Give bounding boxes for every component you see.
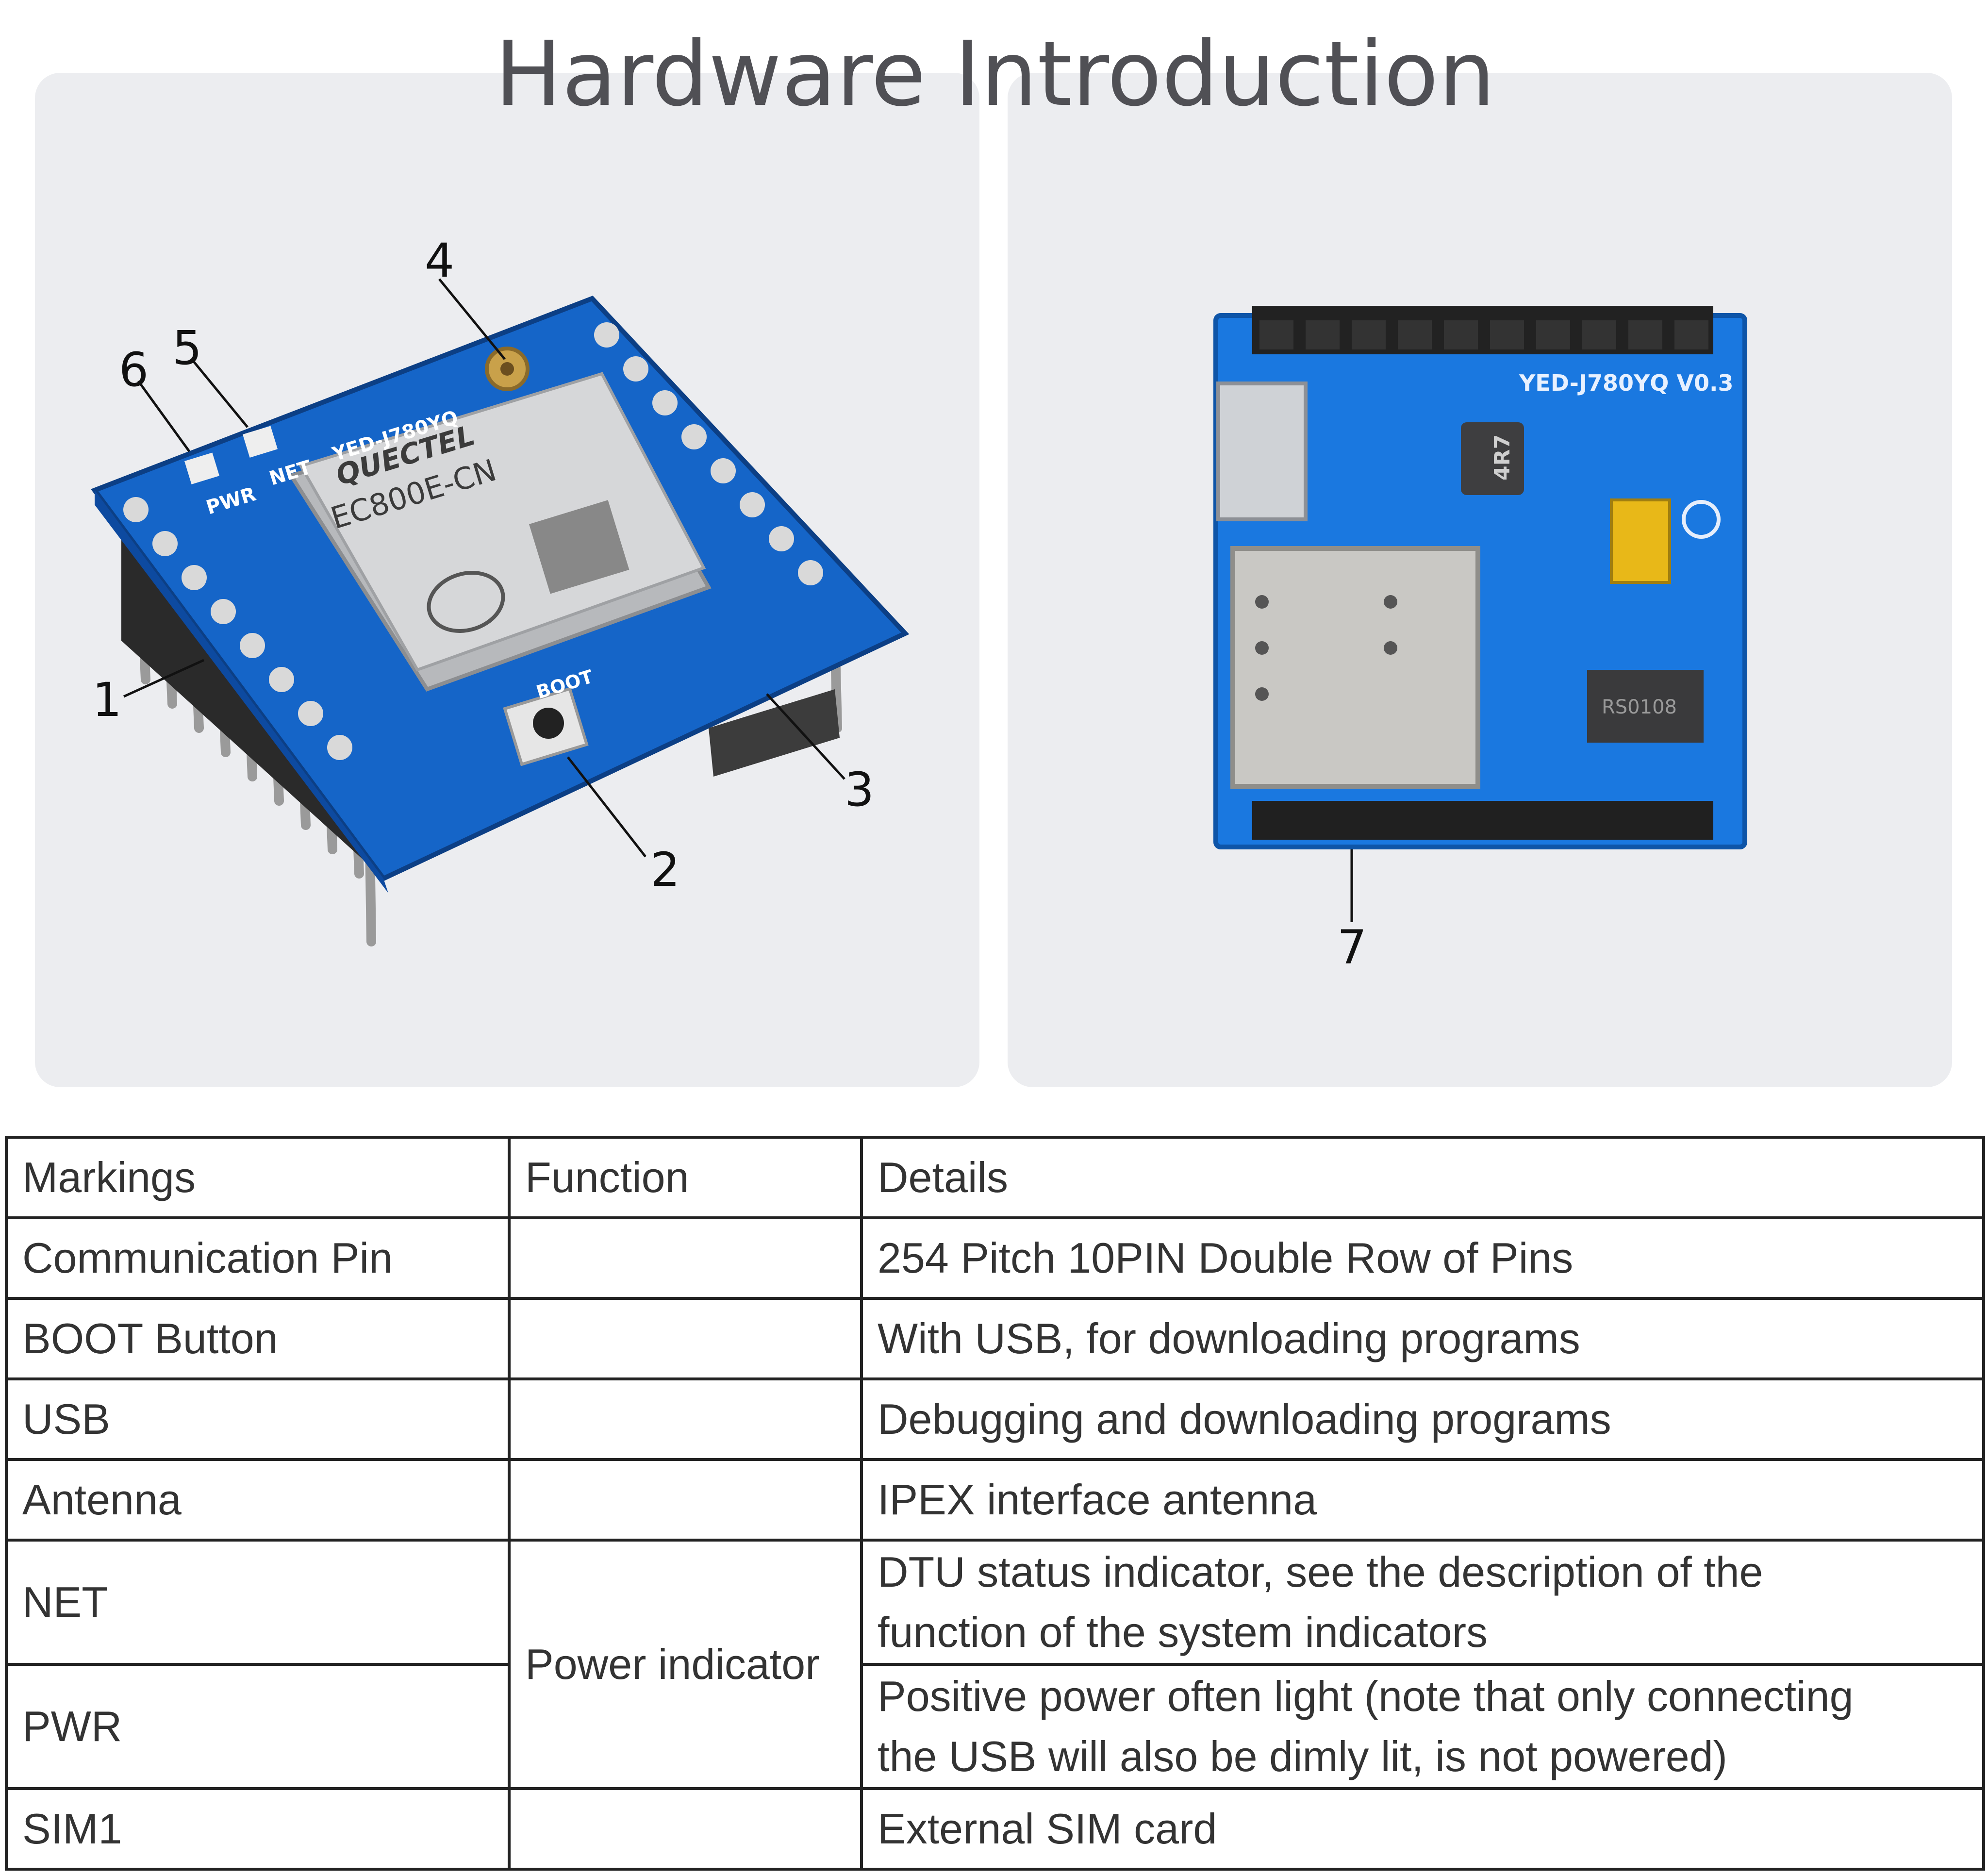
cell-details: IPEX interface antenna bbox=[860, 1458, 1985, 1542]
page-title: Hardware Introduction bbox=[495, 22, 1495, 126]
micro-usb-port bbox=[1216, 382, 1308, 521]
inductor-label: 4R7 bbox=[1490, 434, 1515, 481]
details-line: DTU status indicator, see the descriptio… bbox=[878, 1548, 1763, 1596]
details-line: Positive power often light (note that on… bbox=[878, 1672, 1854, 1720]
cell-details: 254 Pitch 10PIN Double Row of Pins bbox=[860, 1216, 1985, 1300]
cell-marking: SIM1 bbox=[5, 1787, 511, 1871]
cell-function bbox=[508, 1377, 863, 1461]
table-row: Communication Pin 254 Pitch 10PIN Double… bbox=[5, 1216, 1985, 1300]
quectel-module bbox=[298, 372, 706, 672]
title-container: Hardware Introduction bbox=[0, 0, 1988, 146]
callout-5: 5 bbox=[172, 321, 202, 375]
pwr-led bbox=[184, 452, 219, 484]
cell-marking: NET bbox=[5, 1539, 511, 1666]
table-row: SIM1 External SIM card bbox=[5, 1787, 1985, 1871]
cell-details: DTU status indicator, see the descriptio… bbox=[860, 1539, 1985, 1666]
cell-details: With USB, for downloading programs bbox=[860, 1297, 1985, 1380]
cell-marking: PWR bbox=[5, 1663, 511, 1790]
cell-marking: Communication Pin bbox=[5, 1216, 511, 1300]
cell-function bbox=[508, 1787, 863, 1871]
ic-chip bbox=[1587, 670, 1704, 743]
header-function: Function bbox=[508, 1136, 863, 1219]
net-led bbox=[242, 426, 278, 458]
hardware-spec-table: Markings Function Details Communication … bbox=[5, 1136, 1985, 1871]
cell-function bbox=[508, 1216, 863, 1300]
table-header-row: Markings Function Details bbox=[5, 1136, 1985, 1219]
header-details: Details bbox=[860, 1136, 1985, 1219]
callout-6: 6 bbox=[119, 343, 149, 397]
tantalum-capacitor bbox=[1610, 498, 1671, 584]
board-version-label: YED-J780YQ V0.3 bbox=[1519, 370, 1734, 396]
mounting-hole-icon bbox=[1682, 500, 1721, 539]
ccc-mark-icon bbox=[427, 571, 505, 633]
inductor bbox=[1461, 422, 1524, 495]
qr-code-icon bbox=[529, 500, 630, 594]
table-row: NET Power indicator DTU status indicator… bbox=[5, 1539, 1985, 1790]
cell-marking: Antenna bbox=[5, 1458, 511, 1542]
callout-7: 7 bbox=[1337, 920, 1367, 975]
cell-details: Positive power often light (note that on… bbox=[860, 1663, 1985, 1790]
sim-card-slot bbox=[1230, 546, 1480, 789]
cell-details: External SIM card bbox=[860, 1787, 1985, 1871]
chip-label: RS0108 bbox=[1602, 696, 1677, 718]
cell-function: Power indicator bbox=[508, 1539, 863, 1790]
cell-details: Debugging and downloading programs bbox=[860, 1377, 1985, 1461]
header-markings: Markings bbox=[5, 1136, 511, 1219]
callout-3: 3 bbox=[845, 763, 874, 817]
table-row: Antenna IPEX interface antenna bbox=[5, 1458, 1985, 1542]
callout-2: 2 bbox=[650, 843, 680, 897]
cell-marking: BOOT Button bbox=[5, 1297, 511, 1380]
usb-port bbox=[709, 689, 840, 777]
cell-function bbox=[508, 1458, 863, 1542]
bottom-pin-header bbox=[1252, 801, 1713, 840]
left-board-illustration: QUECTEL EC800E-CN PWR NET YED-J780YQ BOO… bbox=[91, 278, 1353, 946]
callout-1: 1 bbox=[92, 673, 122, 727]
callout-4: 4 bbox=[425, 233, 454, 288]
cell-marking: USB bbox=[5, 1377, 511, 1461]
right-board-illustration: YED-J780YQ V0.3 4R7 RS0108 bbox=[1213, 306, 1747, 849]
table-row: PWR Positive power often light (note tha… bbox=[5, 1663, 1985, 1790]
details-line: the USB will also be dimly lit, is not p… bbox=[878, 1732, 1727, 1780]
details-line: function of the system indicators bbox=[878, 1608, 1488, 1656]
cell-function bbox=[508, 1297, 863, 1380]
table-row: USB Debugging and downloading programs bbox=[5, 1377, 1985, 1461]
table-row: BOOT Button With USB, for downloading pr… bbox=[5, 1297, 1985, 1380]
callout-numbers: 1 2 3 4 5 6 7 bbox=[92, 233, 1367, 975]
